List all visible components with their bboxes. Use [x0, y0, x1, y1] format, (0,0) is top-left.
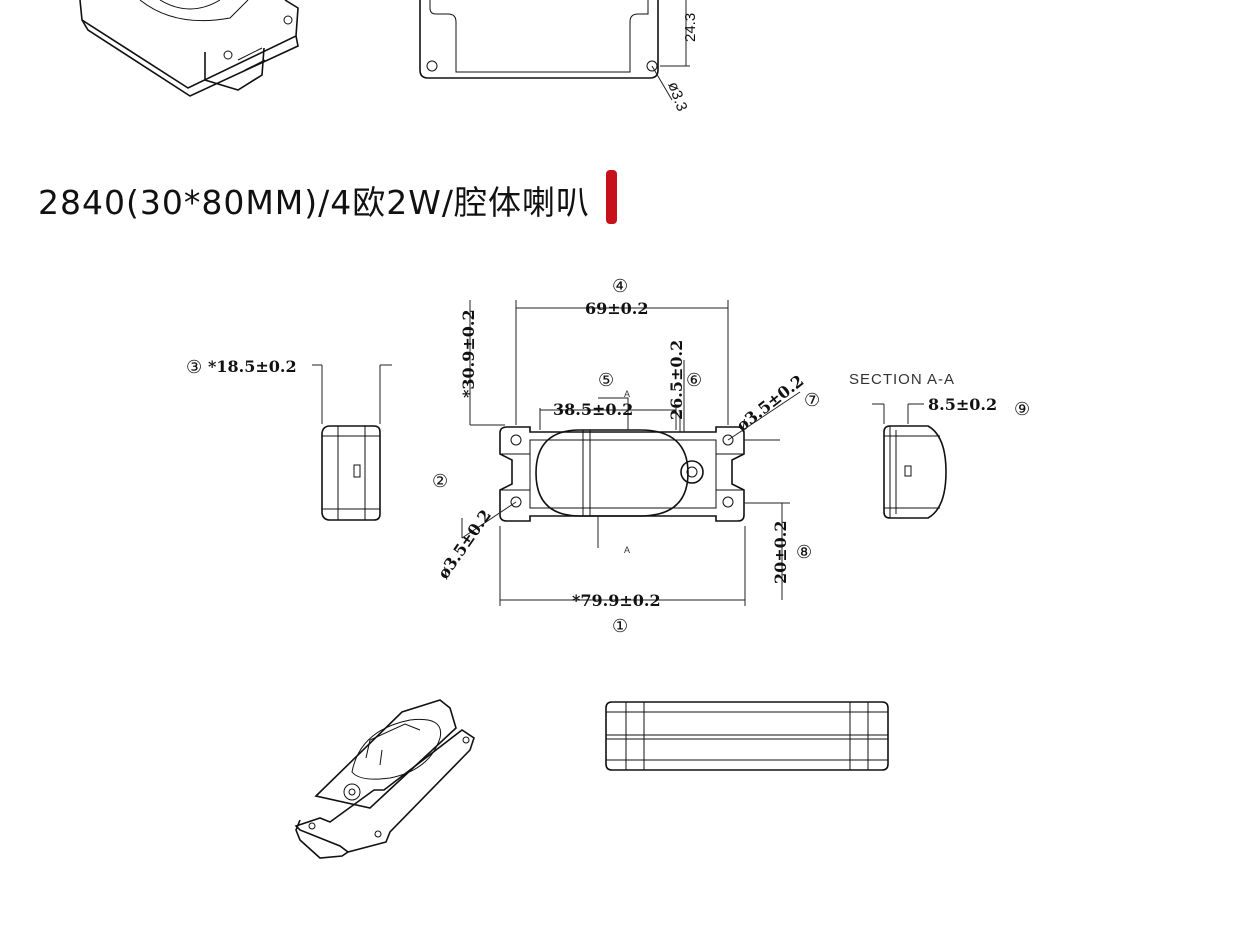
callout-3: ③ [186, 357, 202, 378]
front-view [499, 397, 745, 548]
top-iso-speaker-drawing [79, 0, 299, 97]
page-title: 2840(30*80MM)/4欧2W/腔体喇叭 [38, 183, 591, 222]
dim-38-5: 38.5±0.2 [553, 400, 633, 419]
dim-hole-left: ø3.5±0.2 [434, 506, 495, 582]
callout-1: ① [612, 616, 628, 637]
callout-6: ⑥ [686, 370, 702, 391]
callout-9: ⑨ [1014, 399, 1030, 420]
bottom-iso-view [294, 699, 475, 859]
top-dim-24-3: 24.3 [682, 13, 699, 42]
dim-18-5: *18.5±0.2 [208, 357, 297, 376]
dim-79-9: *79.9±0.2 [572, 591, 661, 610]
title-accent-bar [606, 170, 617, 224]
front-dimension-lines [461, 300, 801, 606]
dim-30-9: *30.9±0.2 [459, 309, 478, 398]
section-label: SECTION A-A [849, 371, 955, 388]
top-dim-hole: ø3.3 [664, 80, 690, 114]
callout-4: ④ [612, 276, 628, 297]
callout-8: ⑧ [796, 542, 812, 563]
left-side-view [312, 364, 392, 521]
section-mark-bottom: A [624, 545, 630, 555]
callout-7: ⑦ [804, 390, 820, 411]
dim-20: 20±0.2 [771, 520, 790, 584]
dim-8-5: 8.5±0.2 [928, 395, 997, 414]
top-plan-drawing: 24.3 ø3.3 [419, 0, 699, 114]
right-section-view [872, 403, 947, 519]
callout-2: ② [432, 471, 448, 492]
bottom-long-side-view [605, 701, 889, 771]
callout-5: ⑤ [598, 370, 614, 391]
section-mark-top: A [624, 389, 630, 399]
dim-26-5: 26.5±0.2 [667, 340, 686, 420]
dim-hole-right: ø3.5±0.2 [733, 371, 808, 435]
dim-69: 69±0.2 [585, 299, 649, 318]
